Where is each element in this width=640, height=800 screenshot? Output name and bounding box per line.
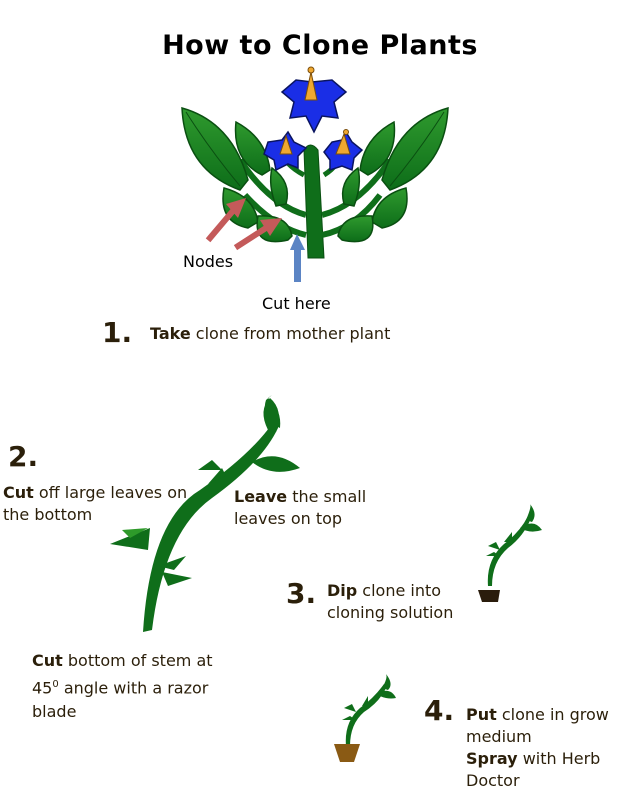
step-4-number: 4. [424, 694, 454, 727]
